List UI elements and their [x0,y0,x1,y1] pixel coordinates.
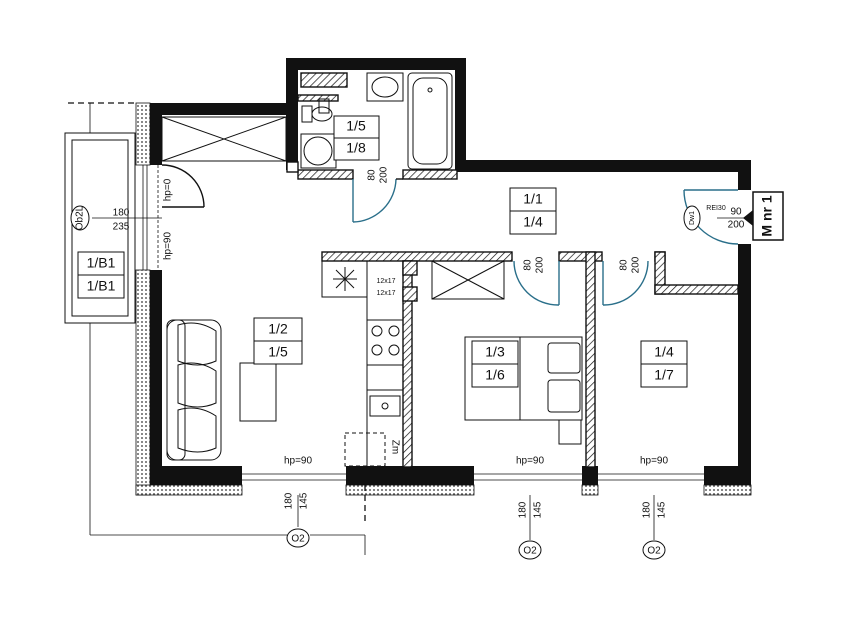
bed1-door-height: 200 [535,256,546,273]
bed2-door-width: 80 [619,259,630,271]
kitchen-labels: 12x17 12x17 Zm [376,278,400,454]
room-label-1-5: 1/5 1/8 [333,115,380,161]
window-type-markers [70,205,666,560]
room-1-4-top: 1/4 [654,344,674,360]
window-bed1-hp: hp=90 [516,456,545,467]
meter-markers: Dw1 M nr 1 [683,191,784,241]
room-label-1-3: 1/3 1/6 [471,340,519,388]
door-swings [161,164,739,306]
room-1-1-top: 1/1 [523,191,543,207]
window-bed1-height: 145 [533,501,544,518]
window-type-labels: O2 O2 O2 Ob2L [75,205,661,556]
fixtures [64,72,583,468]
room-label-1-4: 1/4 1/7 [640,340,688,388]
entry-door-width: 90 [730,207,742,218]
room-1-4-bottom: 1/7 [654,367,674,383]
vent-1-label: 12x17 [376,278,395,285]
meter-label: M nr 1 [759,195,775,236]
window-bed2-height: 145 [657,501,668,518]
room-1-2-top: 1/2 [268,321,288,337]
window-bed2-width: 180 [642,501,653,518]
window-type-bed1: O2 [523,546,537,557]
window-living-hp: hp=90 [284,456,313,467]
balcony-type: Ob2L [75,205,86,230]
bed1-door-width: 80 [523,259,534,271]
entry-door-label: REI30 [706,205,726,212]
room-balcony-top: 1/B1 [87,255,116,271]
balcony-door-height: 235 [113,222,130,233]
room-1-5-top: 1/5 [346,118,366,134]
dw-label: Dw1 [689,211,696,225]
bath-door-height: 200 [379,166,390,183]
window-type-living: O2 [291,534,305,545]
room-label-1-1: 1/1 1/4 [509,187,557,235]
entry-door-height: 200 [728,220,745,231]
bed2-door-height: 200 [631,256,642,273]
room-labels: 1/1 1/4 1/2 1/5 1/3 1/6 1/4 1/7 1/5 1/8 [77,115,688,388]
room-1-1-bottom: 1/4 [523,214,543,230]
bath-door-width: 80 [367,169,378,181]
window-openings [68,102,752,555]
vent-2-label: 12x17 [376,290,395,297]
window-living-width: 180 [284,492,295,509]
window-bed2-hp: hp=90 [640,456,669,467]
room-label-balcony: 1/B1 1/B1 [77,251,125,299]
window-labels: hp=90 hp=90 hp=90 180 145 180 145 180 14… [113,178,669,518]
room-1-2-bottom: 1/5 [268,344,288,360]
window-type-bed2: O2 [647,546,661,557]
exterior-walls [150,58,751,485]
room-balcony-bottom: 1/B1 [87,278,116,294]
door-dimensions: 80 200 80 200 80 200 REI30 90 200 [367,166,745,273]
balcony-door-width: 180 [113,208,130,219]
room-label-1-2: 1/2 1/5 [253,317,303,365]
balcony-door-hp90: hp=90 [163,232,174,261]
window-living-height: 145 [299,492,310,509]
window-bed1-width: 180 [518,501,529,518]
wall-insulation [135,102,752,496]
room-1-3-bottom: 1/6 [485,367,505,383]
room-1-3-top: 1/3 [485,344,505,360]
interior-walls [286,72,739,468]
room-1-5-bottom: 1/8 [346,140,366,156]
balcony-door-hp0: hp=0 [163,178,174,201]
fridge-label: Zm [389,440,400,454]
